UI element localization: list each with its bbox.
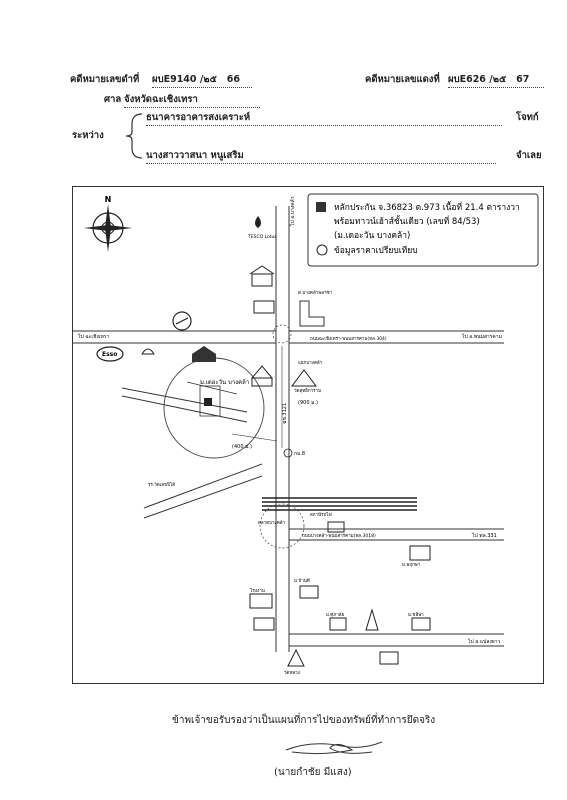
signature — [285, 741, 383, 755]
defendant-role: จำเลย — [516, 150, 542, 161]
label-village3: ม.ศุภาลัย — [326, 612, 345, 618]
house-icon — [329, 617, 347, 631]
factory-icon — [249, 593, 273, 609]
collateral-legend-icon — [316, 202, 326, 212]
legend-box — [307, 193, 539, 267]
house-icon — [327, 521, 345, 533]
temple-icon — [291, 369, 317, 387]
label-to-chachoengsao: ไป ฉะเชิงเทรา — [77, 333, 110, 340]
label-project: ม.เดอะวัน บางคล้า — [200, 379, 249, 386]
legend-item1-line1: หลักประกัน จ.36823 ต.973 เนื้อที่ 21.4 ต… — [334, 201, 520, 213]
factory-icon — [192, 346, 216, 362]
red-case-label: คดีหมายเลขแดงที่ — [365, 74, 440, 85]
label-village1: ม.พฤกษา — [402, 562, 421, 568]
house-icon — [253, 300, 275, 314]
label-to-bangkhla: ไป อ.บางคล้า — [289, 196, 296, 227]
ptt-logo-icon — [172, 311, 192, 331]
court-label: ศาล — [104, 94, 122, 105]
legend-item2: ข้อมูลราคาเปรียบเทียบ — [334, 245, 418, 256]
label-factory: โรงงาน — [250, 587, 265, 594]
certify-statement: ข้าพเจ้าขอรับรองว่าเป็นแผนที่การไปของทรั… — [172, 715, 436, 726]
label-to-plaengyao: ไป อ.แปลงยาว — [467, 638, 501, 645]
temple-icon — [287, 648, 305, 667]
collateral-marker — [204, 398, 212, 406]
label-to-phanom-sarakham: ไป อ.พนมสารคาม — [461, 333, 502, 340]
black-case-label: คดีหมายเลขดำที่ — [70, 74, 140, 85]
label-distance-900: (900 ม.) — [298, 400, 318, 406]
house-icon — [409, 545, 431, 561]
label-market: ตลาดบางคล้า — [258, 520, 285, 526]
plaintiff-role: โจทก์ — [516, 112, 539, 123]
brace-icon — [125, 113, 143, 159]
red-case-number: ผบE626 /๒๕ 67 — [448, 72, 544, 88]
house-icon — [299, 585, 319, 599]
legend-item1-line2: พร้อมทาวน์เฮ้าส์ชั้นเดียว (เลขที่ 84/53) — [334, 215, 480, 227]
label-esso: Esso — [102, 351, 117, 358]
house-icon — [249, 265, 275, 287]
black-case-number: ผบE9140 /๒๕ 66 — [152, 72, 252, 88]
label-km8: กม.8 — [294, 451, 305, 457]
house-icon — [379, 651, 399, 665]
defendant-name: นางสาววาสนา หนูเสริม — [146, 148, 496, 164]
label-road-304: ถนนฉะเชิงเทรา-พนมสารคาม(ทล.304) — [310, 336, 387, 342]
label-distance-400: (400 ม.) — [232, 444, 252, 450]
label-temple2: วัดหลวง — [284, 670, 300, 676]
label-tesco: TESCO Lotus — [247, 234, 277, 240]
label-bangkhla-plaza: ต.บางคล้าพลาซ่า — [298, 290, 333, 296]
house-icon — [253, 617, 275, 631]
location-map: N — [72, 186, 544, 684]
plaintiff-name: ธนาคารอาคารสงเคราะห์ — [146, 110, 502, 126]
temple-icon — [365, 608, 379, 631]
signer-name: (นายกำชัย มีแสง) — [274, 767, 352, 778]
esso-logo-icon — [96, 346, 124, 362]
label-village4: ม.ชลิษา — [408, 612, 424, 618]
svg-text:N: N — [105, 195, 112, 204]
legend-item1-line3: (ม.เดอะวัน บางคล้า) — [334, 230, 410, 241]
label-road-3121: ฉช.3121 — [282, 403, 288, 424]
label-school: รร.วัดเลขปิได้ — [148, 482, 175, 488]
label-wat: วัดสุทธิการาม — [294, 388, 321, 394]
label-village2: ม.บ้านดี — [294, 578, 310, 584]
court-name: จังหวัดฉะเชิงเทรา — [124, 92, 260, 108]
between-label: ระหว่าง — [72, 130, 104, 141]
comparison-legend-icon — [316, 244, 328, 256]
label-junction: แยกบางคล้า — [298, 360, 323, 366]
shell-logo-icon — [141, 348, 155, 355]
label-station: สถานีรถไฟ — [310, 512, 332, 518]
temple-icon — [250, 365, 274, 387]
petrol-drop-icon — [255, 216, 261, 228]
north-arrow-icon: N — [84, 195, 132, 252]
label-to-331: ไป ทล.331 — [471, 532, 497, 539]
label-road-3018: ถนนบางคล้า-พนมสารคาม(ทล.3018) — [302, 533, 376, 539]
house-icon — [411, 617, 431, 631]
